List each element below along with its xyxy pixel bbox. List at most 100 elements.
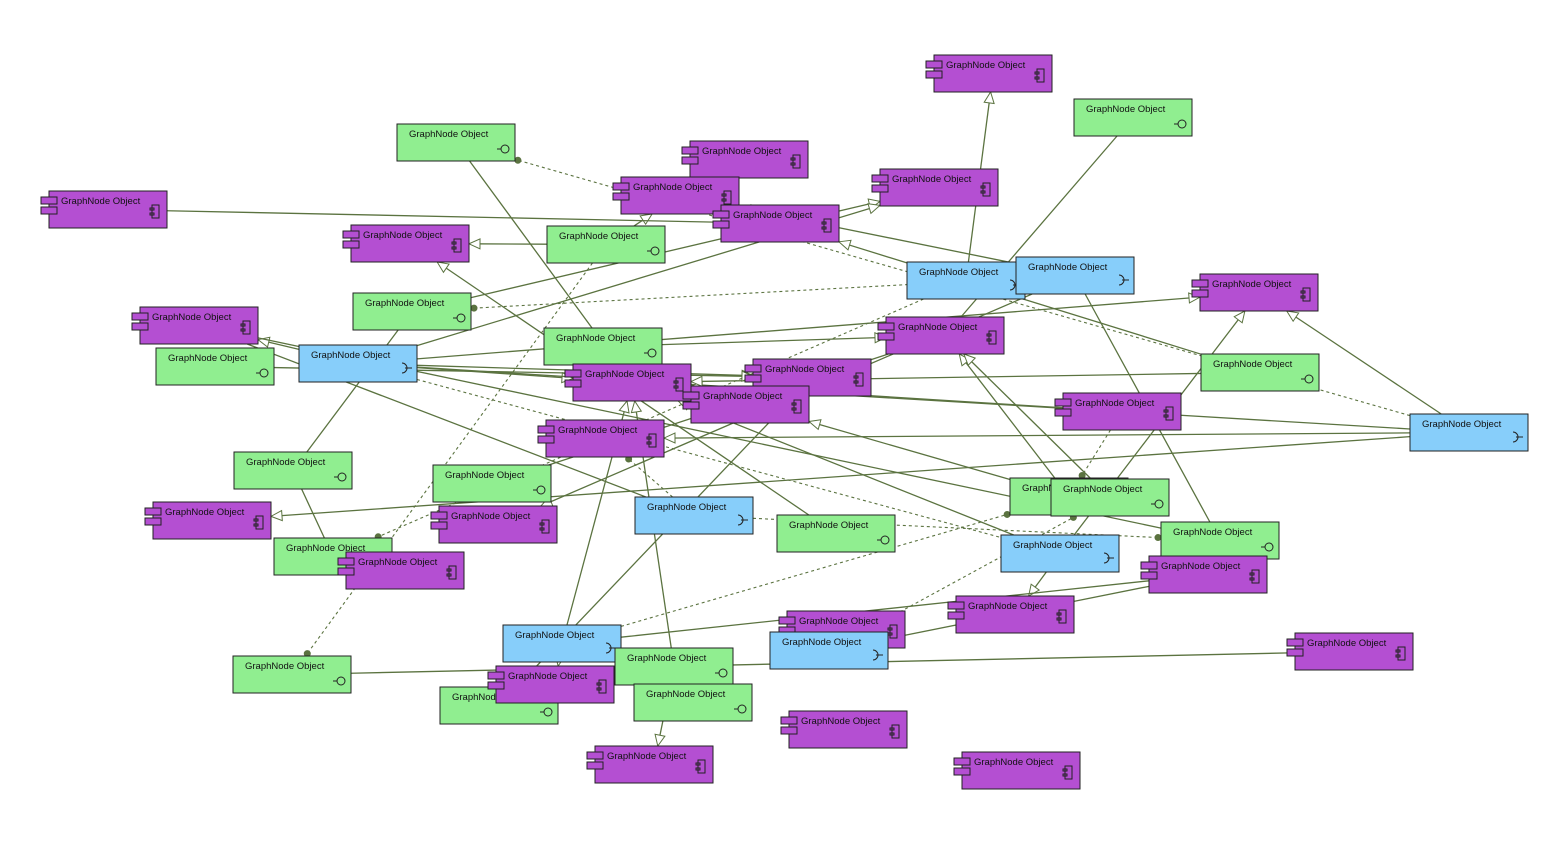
component-tab-icon — [586, 761, 604, 770]
edge-n24-n25 — [663, 432, 1411, 439]
graph-node-interface-n3[interactable]: GraphNode Object — [396, 123, 516, 162]
edge-n24-n13 — [1286, 310, 1442, 415]
edge-n26-n29 — [1080, 429, 1111, 479]
node-box — [1000, 534, 1120, 573]
node-box — [1050, 478, 1170, 517]
dot-end-n24-n3 — [514, 156, 522, 164]
graph-node-port-n12[interactable]: GraphNode Object — [1015, 256, 1135, 295]
node-box — [689, 140, 809, 179]
lollipop-interface-icon — [1174, 119, 1187, 129]
graph-node-port-n24[interactable]: GraphNode Object — [1409, 413, 1529, 452]
node-label: GraphNode Object — [968, 601, 1048, 612]
graph-node-component-n32[interactable]: GraphNode Object — [430, 505, 558, 544]
graph-node-port-n19[interactable]: GraphNode Object — [298, 344, 418, 383]
component-tab-icon — [871, 174, 889, 183]
component-icon — [253, 515, 264, 530]
graph-node-port-n11[interactable]: GraphNode Object — [906, 261, 1026, 300]
graph-node-component-n39[interactable]: GraphNode Object — [1140, 555, 1268, 594]
component-icon — [240, 320, 251, 335]
node-box — [155, 347, 275, 386]
graph-node-component-n48[interactable]: GraphNode Object — [487, 665, 615, 704]
graph-node-interface-n38[interactable]: GraphNode Object — [1160, 521, 1280, 560]
lollipop-interface-icon — [334, 472, 347, 482]
graph-node-interface-n49[interactable]: GraphNode Object — [633, 683, 753, 722]
node-box — [633, 683, 753, 722]
graph-node-interface-n44[interactable]: GraphNode Object — [614, 647, 734, 686]
graph-node-component-n1[interactable]: GraphNode Object — [925, 54, 1053, 93]
graph-node-interface-n34[interactable]: GraphNode Object — [776, 514, 896, 553]
graph-node-component-n21[interactable]: GraphNode Object — [564, 363, 692, 402]
graph-node-component-n50[interactable]: GraphNode Object — [780, 710, 908, 749]
arrowhead-n29-n22 — [807, 419, 822, 431]
graph-node-interface-n10[interactable]: GraphNode Object — [546, 225, 666, 264]
graph-node-component-n20[interactable]: GraphNode Object — [744, 358, 872, 397]
graph-node-port-n45[interactable]: GraphNode Object — [769, 631, 889, 670]
graph-node-component-n14[interactable]: GraphNode Object — [877, 316, 1005, 355]
graph-node-port-n43[interactable]: GraphNode Object — [502, 624, 622, 663]
graph-node-port-n36[interactable]: GraphNode Object — [1000, 534, 1120, 573]
node-label: GraphNode Object — [445, 470, 525, 481]
component-tab-icon — [1054, 408, 1072, 417]
component-tab-icon — [337, 567, 355, 576]
graph-node-interface-n2[interactable]: GraphNode Object — [1073, 98, 1193, 137]
edge-n43-n29 — [620, 513, 1011, 627]
graph-node-component-n8[interactable]: GraphNode Object — [712, 204, 840, 243]
graph-node-component-n5[interactable]: GraphNode Object — [612, 176, 740, 215]
graph-node-interface-n46[interactable]: GraphNode Object — [232, 655, 352, 694]
graph-node-component-n7[interactable]: GraphNode Object — [40, 190, 168, 229]
node-label: GraphNode Object — [1028, 262, 1108, 273]
graph-node-interface-n23[interactable]: GraphNode Object — [1200, 353, 1320, 392]
node-label: GraphNode Object — [558, 425, 638, 436]
graph-node-interface-n15[interactable]: GraphNode Object — [352, 292, 472, 331]
node-box — [594, 745, 714, 784]
graph-node-component-n25[interactable]: GraphNode Object — [537, 419, 665, 458]
component-tab-icon — [877, 322, 895, 331]
component-icon — [1034, 68, 1045, 83]
graph-node-component-n41[interactable]: GraphNode Object — [947, 595, 1075, 634]
graph-node-component-n42[interactable]: GraphNode Object — [1286, 632, 1414, 671]
graph-node-component-n4[interactable]: GraphNode Object — [681, 140, 809, 179]
graph-node-component-n37[interactable]: GraphNode Object — [337, 551, 465, 590]
component-tab-icon — [564, 369, 582, 378]
node-box — [879, 168, 999, 207]
component-tab-icon — [925, 70, 943, 79]
graph-node-component-n31[interactable]: GraphNode Object — [144, 501, 272, 540]
arrowhead-n44-n51 — [654, 733, 666, 748]
socket-port-icon — [1512, 431, 1523, 443]
component-tab-icon — [1191, 289, 1209, 298]
component-tab-icon — [131, 322, 149, 331]
graph-node-interface-n18[interactable]: GraphNode Object — [155, 347, 275, 386]
graph-node-component-n16[interactable]: GraphNode Object — [131, 306, 259, 345]
edge-n17-n14 — [661, 336, 887, 346]
node-label: GraphNode Object — [1212, 279, 1292, 290]
node-label: GraphNode Object — [799, 616, 879, 627]
lollipop-interface-icon — [1151, 499, 1164, 509]
node-label: GraphNode Object — [559, 231, 639, 242]
graph-node-component-n13[interactable]: GraphNode Object — [1191, 273, 1319, 312]
lollipop-interface-icon — [497, 144, 510, 154]
graph-node-interface-n28[interactable]: GraphNode Object — [233, 451, 353, 490]
node-label: GraphNode Object — [765, 364, 845, 375]
graph-node-component-n6[interactable]: GraphNode Object — [871, 168, 999, 207]
edge-n30-n14 — [963, 353, 1092, 480]
component-tab-icon — [487, 681, 505, 690]
node-label: GraphNode Object — [1173, 527, 1253, 538]
component-tab-icon — [681, 146, 699, 155]
graph-node-component-n22[interactable]: GraphNode Object — [682, 385, 810, 424]
graph-node-interface-n17[interactable]: GraphNode Object — [543, 327, 663, 366]
graph-node-component-n26[interactable]: GraphNode Object — [1054, 392, 1182, 431]
node-label: GraphNode Object — [1307, 638, 1387, 649]
component-icon — [986, 330, 997, 345]
graph-node-interface-n27[interactable]: GraphNode Object — [432, 464, 552, 503]
graph-node-component-n52[interactable]: GraphNode Object — [953, 751, 1081, 790]
graph-node-component-n9[interactable]: GraphNode Object — [342, 224, 470, 263]
arrowhead-n30-n14 — [962, 353, 977, 367]
arrowhead-n36-n13 — [1233, 310, 1246, 324]
graph-node-interface-n30[interactable]: GraphNode Object — [1050, 478, 1170, 517]
lollipop-interface-icon — [647, 246, 660, 256]
graph-node-component-n51[interactable]: GraphNode Object — [586, 745, 714, 784]
lollipop-interface-icon — [333, 676, 346, 686]
component-tab-icon — [947, 601, 965, 610]
graph-node-port-n33[interactable]: GraphNode Object — [634, 496, 754, 535]
edge-n29-n22 — [808, 420, 1011, 481]
